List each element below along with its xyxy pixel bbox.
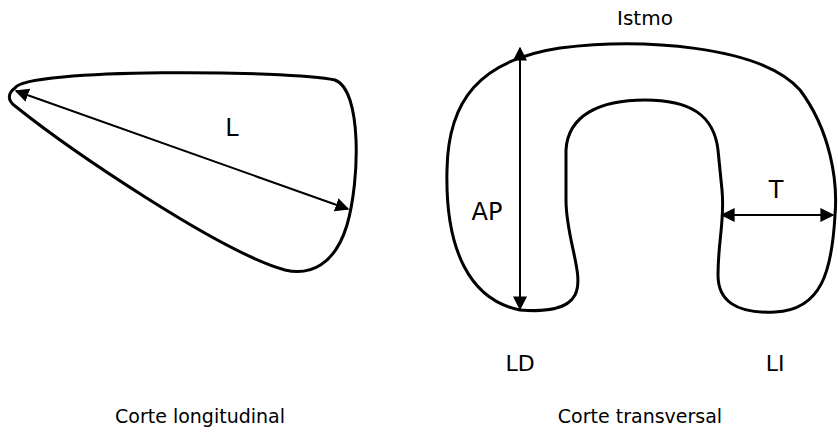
part-name: Istmo xyxy=(617,7,673,29)
part-name: LI xyxy=(766,352,785,376)
t-arrow xyxy=(722,214,833,216)
part-name: LD xyxy=(505,352,534,376)
dimension-label: AP xyxy=(472,199,503,225)
longitudinal-outline xyxy=(9,73,356,272)
transverse-outline xyxy=(447,44,836,312)
dimension-label: L xyxy=(225,115,238,141)
ap-arrow xyxy=(519,48,521,309)
caption-label: Corte longitudinal xyxy=(115,406,285,427)
length-arrow xyxy=(16,91,348,209)
dimension-label: T xyxy=(769,177,784,203)
caption-label: Corte transversal xyxy=(558,406,722,427)
